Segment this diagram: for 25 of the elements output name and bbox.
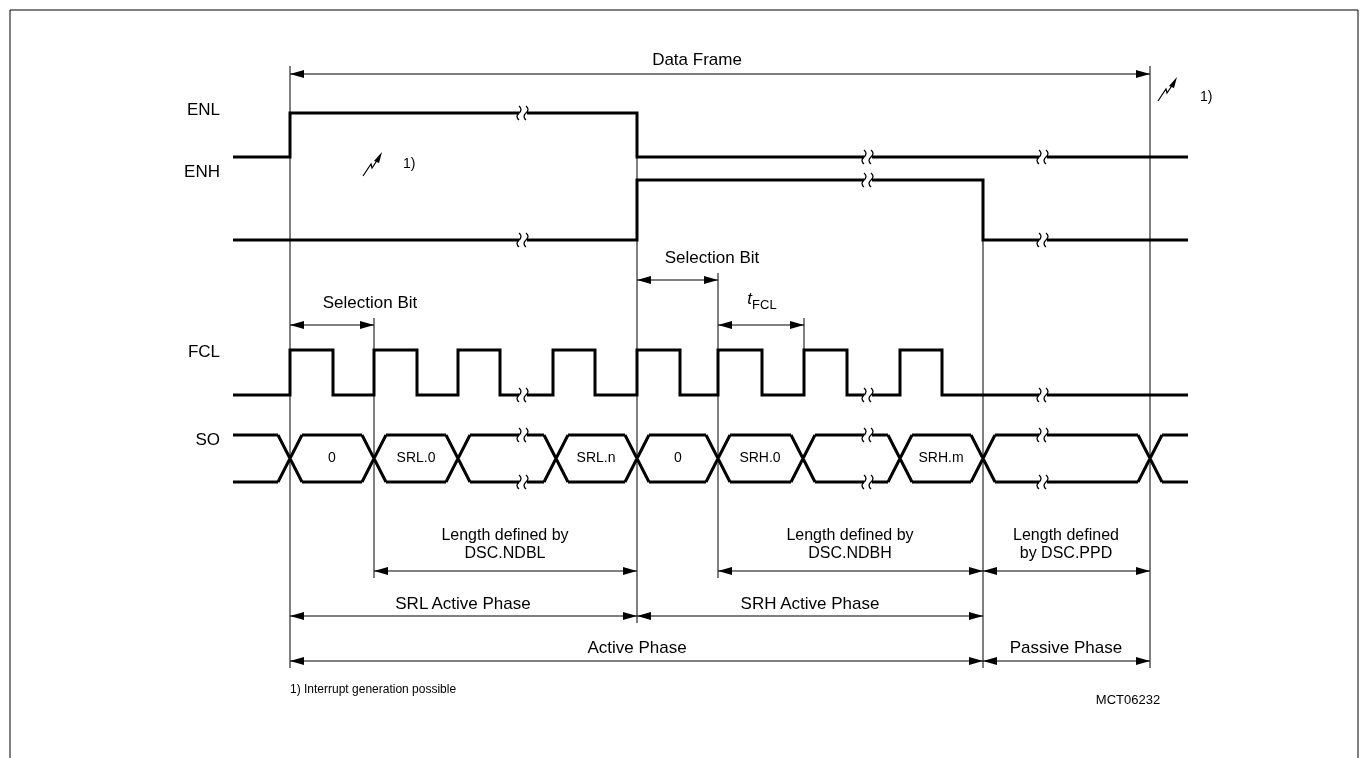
dimension-label: Selection Bit: [322, 293, 418, 313]
dimension-label: Passive Phase: [1009, 638, 1123, 658]
bit-value: 0: [328, 450, 336, 466]
bit-value: 0: [674, 450, 682, 466]
signal-name: ENL: [186, 100, 220, 120]
bit-value: SRH.m: [918, 450, 964, 466]
dimension-label: Length defined by DSC.NDBL: [440, 526, 570, 562]
signal-name: SO: [195, 430, 220, 450]
dimension-label: Active Phase: [587, 638, 687, 658]
bit-value: SRL.0: [396, 450, 436, 466]
dimension-label: t$_{FCL}$: [747, 290, 777, 312]
footnote-text: 1) Interrupt generation possible: [290, 683, 457, 697]
figure-id: MCT06232: [1095, 692, 1161, 708]
dimension-label: SRH Active Phase: [740, 594, 880, 614]
signal-name: FCL: [187, 342, 220, 362]
dimension-label: Length defined by DSC.NDBH: [785, 526, 915, 562]
bit-value: SRH.0: [739, 450, 781, 466]
dimension-label: Data Frame: [652, 50, 742, 70]
footnote-mark: 1): [1200, 89, 1213, 105]
dimension-label: Length defined by DSC.PPD: [1012, 526, 1120, 562]
bit-value: SRL.n: [576, 450, 616, 466]
dimension-label: SRL Active Phase: [395, 594, 531, 614]
signal-name: ENH: [184, 162, 220, 182]
dimension-label: Selection Bit: [664, 248, 760, 268]
footnote-mark: 1): [403, 156, 416, 172]
